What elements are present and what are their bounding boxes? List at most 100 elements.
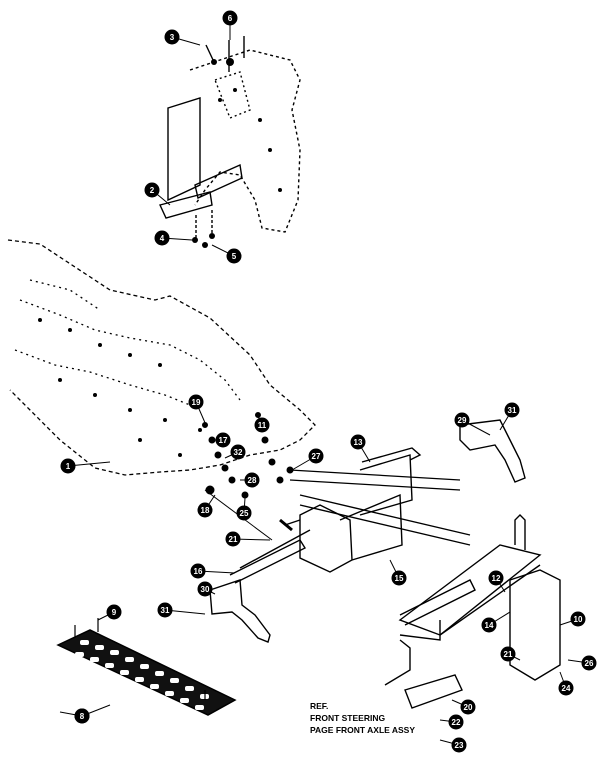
callout-number: 18 <box>201 506 210 515</box>
callout-bubble <box>504 402 520 418</box>
callout-number: 8 <box>80 712 85 721</box>
callout-number: 21 <box>229 535 238 544</box>
callout-2: 2 <box>144 182 171 206</box>
callout-15: 15 <box>389 559 407 586</box>
callout-number: 31 <box>508 406 517 415</box>
callout-11: 11 <box>254 415 270 433</box>
callout-4: 4 <box>154 230 193 246</box>
callout-number: 27 <box>312 452 321 461</box>
callout-number: 2 <box>150 186 155 195</box>
callout-number: 31 <box>161 606 170 615</box>
callout-bubble <box>226 248 242 264</box>
callout-bubble <box>60 458 76 474</box>
callout-bubble <box>244 472 260 488</box>
callout-number: 11 <box>258 421 267 430</box>
callout-bubble <box>500 646 516 662</box>
callout-bubble <box>558 680 574 696</box>
callout-bubble <box>74 708 90 724</box>
callout-bubble <box>154 230 170 246</box>
callout-bubble <box>460 699 476 715</box>
callout-1: 1 <box>60 458 111 474</box>
callout-21: 21 <box>500 646 521 662</box>
callout-number: 17 <box>219 436 228 445</box>
callout-14: 14 <box>481 611 511 633</box>
callout-bubble <box>581 655 597 671</box>
callout-number: 19 <box>192 398 201 407</box>
callout-29: 29 <box>454 412 491 436</box>
callout-8: 8 <box>59 708 90 724</box>
callout-number: 28 <box>248 476 257 485</box>
inset-detail-view <box>159 36 301 248</box>
reference-note-line-3: PAGE FRONT AXLE ASSY <box>310 725 416 735</box>
callout-number: 30 <box>201 585 210 594</box>
callout-12: 12 <box>488 570 506 593</box>
callout-19: 19 <box>188 394 207 426</box>
callout-number: 20 <box>464 703 473 712</box>
callout-number: 13 <box>354 438 363 447</box>
callout-number: 3 <box>170 33 175 42</box>
callout-22: 22 <box>439 714 464 730</box>
callout-number: 25 <box>240 509 249 518</box>
mower-deck-frame <box>7 239 316 476</box>
callout-bubble <box>164 29 180 45</box>
callout-32: 32 <box>224 444 246 460</box>
callout-16: 16 <box>190 563 236 579</box>
left-mounting-bracket <box>209 529 311 643</box>
callout-13: 13 <box>350 434 371 463</box>
callout-bubble <box>308 448 324 464</box>
callout-23: 23 <box>439 737 467 753</box>
callout-bubble <box>144 182 160 198</box>
callout-number: 6 <box>228 14 233 23</box>
callout-bubble <box>350 434 366 450</box>
callout-bubble <box>188 394 204 410</box>
callout-3: 3 <box>164 29 201 46</box>
callout-number: 10 <box>574 615 583 624</box>
callout-bubble <box>225 531 241 547</box>
callout-number: 32 <box>234 448 243 457</box>
callout-number: 23 <box>455 741 464 750</box>
callout-6: 6 <box>222 10 238 40</box>
callout-number: 22 <box>452 718 461 727</box>
callout-18: 18 <box>197 494 216 518</box>
callout-bubble <box>106 604 122 620</box>
reference-note: REF. FRONT STEERING PAGE FRONT AXLE ASSY <box>310 700 415 736</box>
callout-25: 25 <box>236 497 252 521</box>
callout-24: 24 <box>558 671 574 696</box>
callout-number: 21 <box>504 650 513 659</box>
callout-number: 12 <box>492 574 501 583</box>
callout-21: 21 <box>225 531 271 547</box>
callout-number: 16 <box>194 567 203 576</box>
callout-bubble <box>197 581 213 597</box>
callout-bubble <box>481 617 497 633</box>
callout-20: 20 <box>451 699 476 715</box>
callout-bubble <box>215 432 231 448</box>
callout-bubble <box>391 570 407 586</box>
callout-number: 29 <box>458 416 467 425</box>
callout-bubble <box>254 417 270 433</box>
callout-layer: 3624511917113228251821271329311516303197… <box>59 10 597 753</box>
callout-bubble <box>222 10 238 26</box>
callout-number: 5 <box>232 252 237 261</box>
callout-30: 30 <box>197 581 216 597</box>
callout-17: 17 <box>212 432 231 448</box>
callout-10: 10 <box>559 611 586 627</box>
callout-number: 15 <box>395 574 404 583</box>
callout-5: 5 <box>211 244 242 264</box>
reference-note-line-1: REF. <box>310 701 329 711</box>
callout-bubble <box>157 602 173 618</box>
front-axle-support-frame <box>284 419 561 709</box>
callout-bubble <box>454 412 470 428</box>
callout-27: 27 <box>291 448 324 471</box>
callout-bubble <box>488 570 504 586</box>
callout-bubble <box>190 563 206 579</box>
callout-number: 24 <box>562 684 571 693</box>
callout-number: 14 <box>485 621 494 630</box>
floor-plate <box>56 618 237 716</box>
callout-bubble <box>448 714 464 730</box>
callout-number: 1 <box>66 462 71 471</box>
callout-number: 9 <box>112 608 117 617</box>
callout-31: 31 <box>157 602 206 618</box>
callout-number: 26 <box>585 659 594 668</box>
callout-bubble <box>236 505 252 521</box>
